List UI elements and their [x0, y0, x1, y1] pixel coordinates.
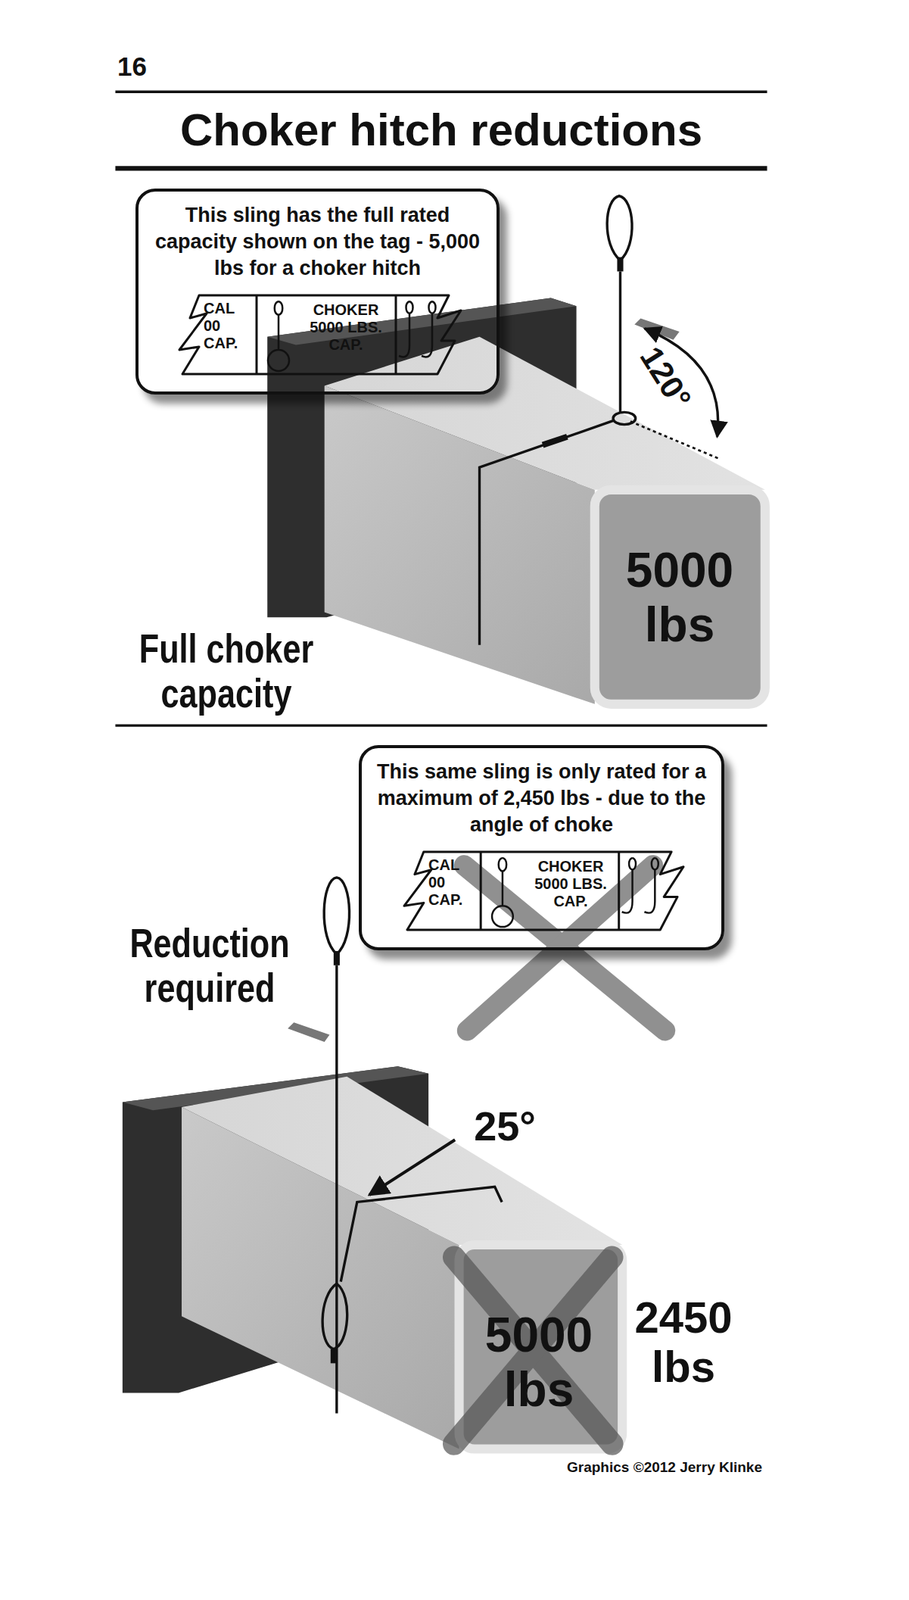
square-beam [324, 336, 766, 490]
wire-rope-sling [542, 436, 567, 446]
credit-note: Graphics ©2012 Jerry Klinke [512, 1458, 763, 1476]
tag-outline [179, 295, 461, 374]
section-heading: Reduction required [118, 920, 301, 1011]
square-beam [181, 1076, 623, 1245]
wire-rope-sling [616, 257, 623, 272]
rule-lines [115, 90, 767, 94]
wire-rope-sling [479, 196, 636, 645]
page-title: Choker hitch reductions [100, 102, 782, 158]
wire-rope-sling [323, 877, 349, 954]
angle-label: 25° [459, 1101, 551, 1151]
angle-arc [630, 421, 721, 460]
capacity-tag: CAL 00 CAP. CHOKER 5000 LBS. CAP. [176, 290, 463, 378]
wire-rope-sling [479, 420, 615, 645]
tag-text: CHOKER 5000 LBS. CAP. [526, 857, 615, 910]
page-title-wrap: Choker hitch reductions [100, 102, 782, 158]
section-heading-wrap: Reduction required [118, 920, 301, 1011]
square-beam [181, 1076, 623, 1449]
tag-text-wrap: CAL 00 CAP. [428, 856, 474, 909]
choker-symbol [267, 301, 290, 371]
tag-divider [617, 851, 620, 930]
callout-text: This same sling is only rated for a maxi… [375, 758, 708, 838]
angle-label-wrap: 25° [459, 1101, 551, 1151]
vertical-symbol [398, 301, 436, 357]
tag-text: CAL 00 CAP. [203, 299, 250, 352]
wire-rope-sling [607, 196, 632, 261]
credit-note-wrap: Graphics ©2012 Jerry Klinke [512, 1458, 763, 1476]
load-weight-wrap: 5000 lbs [603, 543, 756, 652]
wire-rope-sling [330, 1347, 337, 1363]
tag-outline [404, 851, 684, 930]
tag-divider [255, 295, 259, 374]
capacity-tag: CAL 00 CAP. CHOKER 5000 LBS. CAP. [401, 846, 685, 934]
sling-tag [287, 1021, 330, 1042]
tag-divider [479, 851, 483, 930]
section-heading-wrap: Full choker capacity [135, 625, 318, 716]
tag-text-wrap: CHOKER 5000 LBS. CAP. [301, 301, 390, 354]
square-beam [594, 489, 766, 704]
callout-box: This same sling is only rated for a maxi… [358, 744, 725, 950]
tag-text: CAL 00 CAP. [428, 856, 474, 909]
load-weight: 5000 lbs [603, 543, 756, 652]
rule-lines [115, 723, 767, 726]
tag-text-wrap: CAL 00 CAP. [203, 299, 250, 352]
load-weight-wrap: 5000 lbs [463, 1307, 615, 1417]
wire-rope-sling [619, 270, 622, 412]
wire-rope-sling [322, 1282, 348, 1348]
page-number-wrap: 16 [117, 50, 178, 83]
rule-lines [115, 165, 767, 171]
load-weight: 5000 lbs [463, 1307, 615, 1417]
wire-rope-sling [333, 950, 340, 966]
callout-box: This sling has the full rated capacity s… [135, 188, 500, 395]
rule-lines [115, 91, 767, 726]
vertical-symbol [622, 857, 659, 913]
wire-rope-sling [340, 1186, 502, 1281]
tag-divider [395, 295, 398, 374]
leader-arrow [369, 1139, 455, 1195]
tag-text: CHOKER 5000 LBS. CAP. [301, 301, 390, 354]
sling-tag [634, 317, 679, 340]
load-weight: 2450 lbs [626, 1292, 741, 1392]
choker-symbol [491, 857, 514, 927]
callout-text: This sling has the full rated capacity s… [152, 202, 483, 282]
tag-text-wrap: CHOKER 5000 LBS. CAP. [526, 857, 615, 910]
load-weight-wrap: 2450 lbs [626, 1292, 741, 1392]
section-heading: Full choker capacity [135, 625, 318, 716]
page-number: 16 [117, 50, 178, 83]
